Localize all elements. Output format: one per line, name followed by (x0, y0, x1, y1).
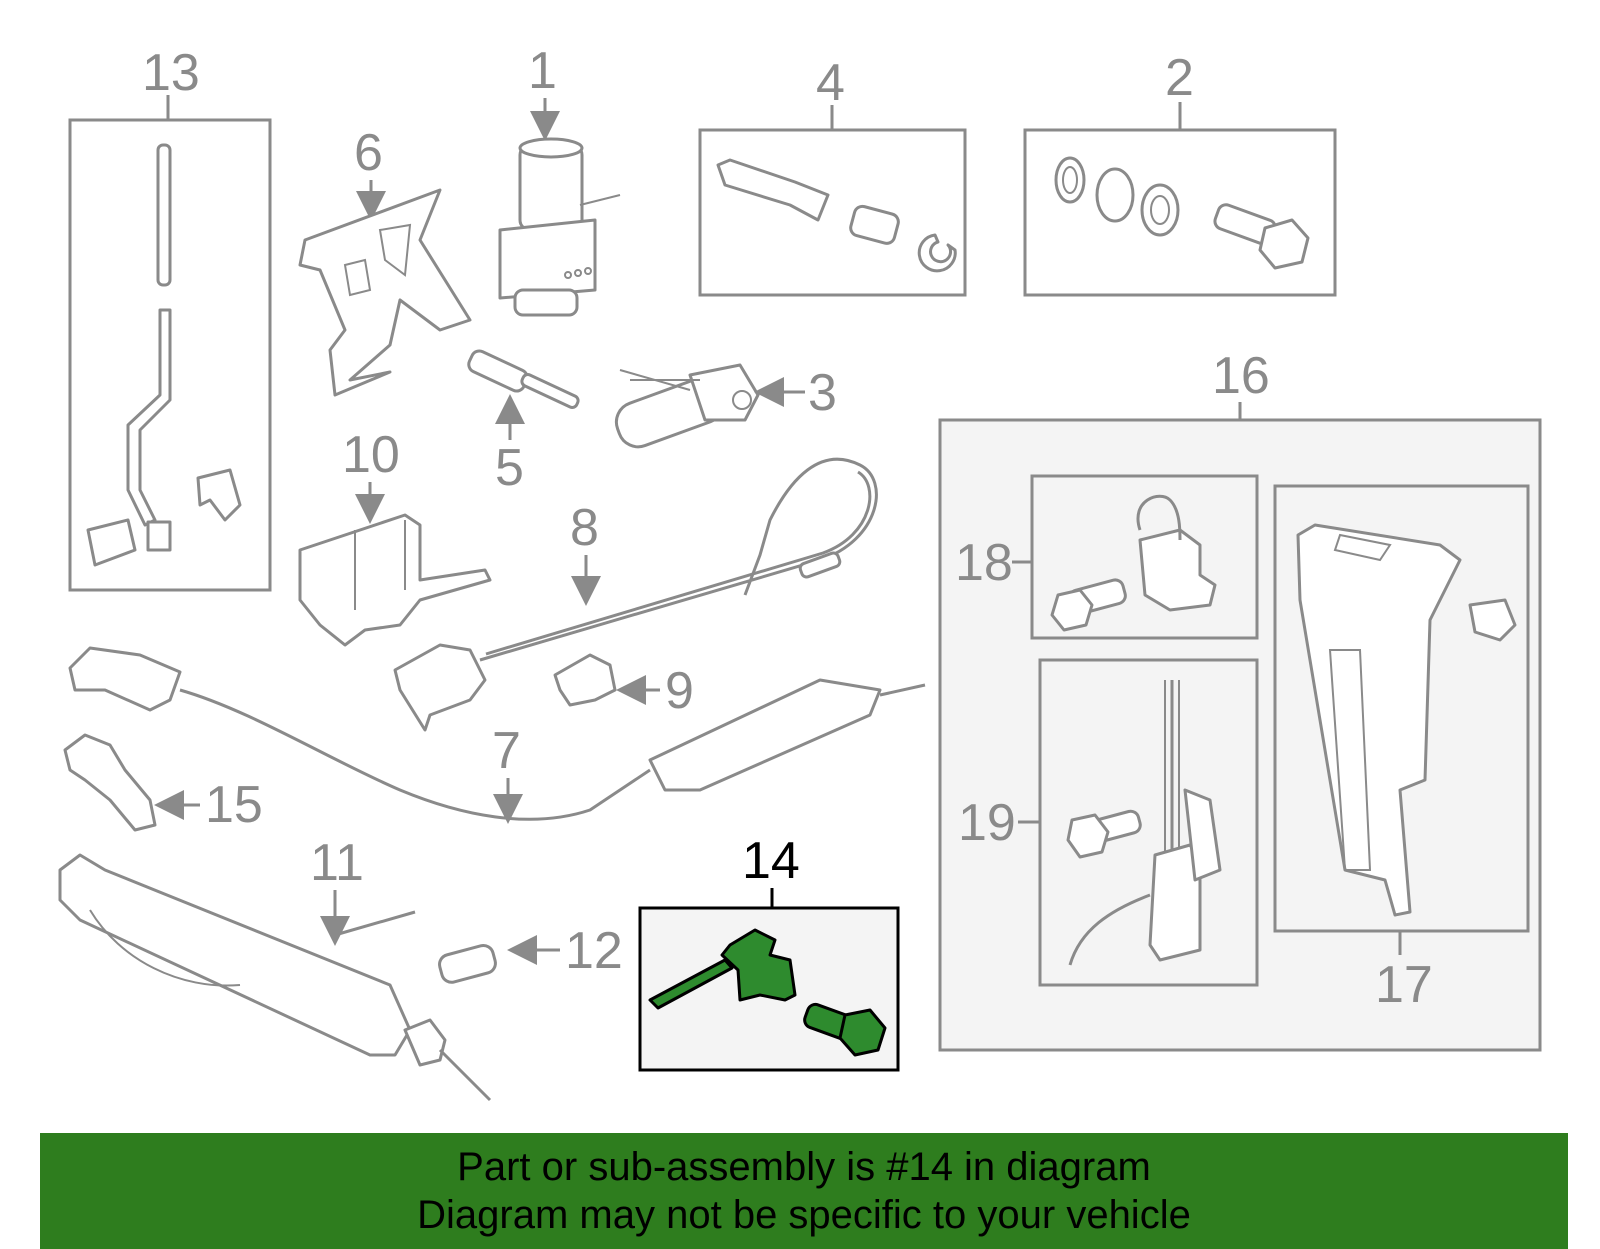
callout-15[interactable]: 15 (205, 776, 263, 834)
o-ring-3-icon (1140, 183, 1180, 237)
part-3-group[interactable]: 3 (611, 363, 837, 452)
housing-17-icon (1296, 523, 1462, 917)
part-14-group[interactable]: 14 (638, 832, 900, 1072)
bolt-head-icon (1258, 218, 1310, 270)
part-1-group[interactable]: 1 (498, 42, 621, 317)
bracket-10-icon (298, 513, 492, 647)
callout-19[interactable]: 19 (958, 794, 1016, 852)
part-18-group[interactable]: 18 (955, 474, 1259, 640)
callout-10[interactable]: 10 (342, 426, 400, 484)
notice-line-1: Part or sub-assembly is #14 in diagram (457, 1145, 1151, 1189)
callout-6[interactable]: 6 (354, 124, 383, 182)
c-clip-icon (917, 233, 957, 273)
cable-end-icon (798, 551, 842, 579)
cable-7-icon (179, 688, 651, 821)
gearbox-icon (688, 363, 760, 422)
pin-shaft-icon (520, 373, 580, 409)
callout-17[interactable]: 17 (1375, 956, 1433, 1014)
part-15-group[interactable]: 15 (63, 733, 263, 834)
part-9-group[interactable]: 9 (553, 653, 694, 720)
strut-icon (58, 853, 412, 1057)
callout-8[interactable]: 8 (570, 499, 599, 557)
bolt-14-head-icon (838, 1008, 887, 1057)
o-ring-1-icon (1054, 156, 1086, 204)
bushing-icon (849, 204, 900, 245)
callout-5[interactable]: 5 (495, 439, 524, 497)
part-2-group[interactable]: 2 (1023, 49, 1337, 297)
pad-icon (86, 518, 137, 567)
strut-end-icon (403, 1018, 447, 1067)
part-17-group[interactable]: 17 (1273, 484, 1530, 1014)
callout-18[interactable]: 18 (955, 534, 1013, 592)
callout-7[interactable]: 7 (492, 722, 521, 780)
part-11-group[interactable]: 11 (58, 834, 492, 1102)
actuator-7-icon (648, 678, 882, 792)
part-4-group[interactable]: 4 (698, 54, 967, 297)
callout-3[interactable]: 3 (808, 364, 837, 422)
spindle-bracket-icon (1183, 788, 1222, 882)
notice-line-2: Diagram may not be specific to your vehi… (417, 1193, 1191, 1237)
part-8-group[interactable]: 8 (393, 457, 878, 732)
part-13-group[interactable]: 13 (68, 44, 272, 592)
sensor-18-icon (1138, 528, 1217, 612)
callout-11[interactable]: 11 (310, 834, 364, 892)
part-10-group[interactable]: 10 (298, 426, 492, 647)
clip-17-icon (1468, 598, 1517, 642)
part-12-group[interactable]: 12 (437, 922, 623, 985)
callout-13[interactable]: 13 (142, 44, 200, 102)
rod-bent-icon (126, 308, 172, 527)
callout-1[interactable]: 1 (528, 42, 557, 100)
callout-9[interactable]: 9 (665, 662, 694, 720)
cable-7-end-icon (68, 646, 182, 712)
cable-bracket-icon (393, 643, 487, 732)
callout-2[interactable]: 2 (1165, 49, 1194, 107)
bracket-icon (298, 188, 472, 397)
callout-14[interactable]: 14 (742, 832, 800, 890)
callout-4[interactable]: 4 (816, 54, 845, 112)
part-19-group[interactable]: 19 (958, 658, 1259, 987)
lever-icon (716, 158, 830, 222)
notice-banner: Part or sub-assembly is #14 in diagram D… (40, 1133, 1568, 1249)
part-6-group[interactable]: 6 (298, 124, 472, 397)
rod-top-icon (156, 143, 172, 287)
callout-16[interactable]: 16 (1212, 347, 1270, 405)
bolt-19-head-icon (1066, 813, 1110, 859)
bolt-18-head-icon (1050, 588, 1094, 632)
part-2-box (1023, 128, 1337, 297)
part-7-group[interactable]: 7 (68, 646, 926, 824)
cable-8-icon (479, 457, 878, 662)
part-4-box (698, 128, 967, 297)
bracket-15-icon (63, 733, 157, 832)
sensor-rod-icon (648, 958, 734, 1010)
part-5-group[interactable]: 5 (466, 348, 580, 497)
sensor-bracket-icon (720, 928, 797, 1002)
pin-body-icon (467, 349, 529, 393)
callout-12[interactable]: 12 (565, 922, 623, 980)
clip-icon (196, 468, 242, 522)
rod-clip-icon (146, 520, 172, 552)
o-ring-2-icon (1095, 167, 1135, 223)
pump-block-icon (498, 218, 597, 300)
clip-9-icon (553, 653, 617, 707)
pin-12-icon (438, 943, 497, 984)
